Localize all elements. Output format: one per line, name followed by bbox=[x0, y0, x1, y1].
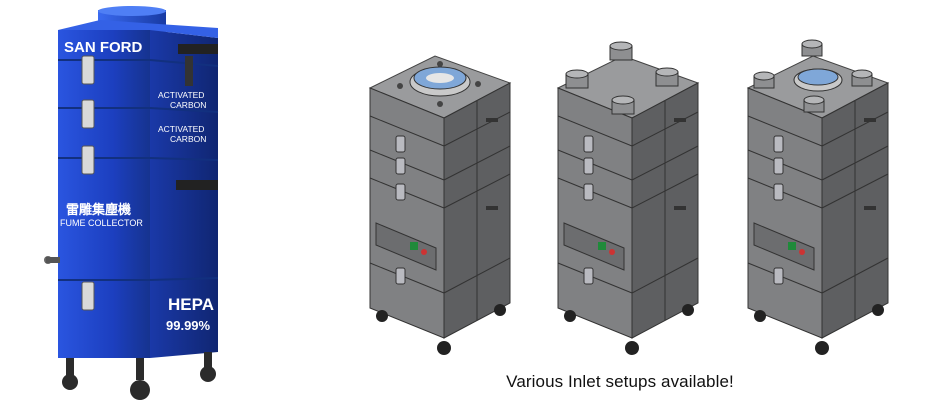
blue-fume-collector-photo: SAN FORD ACTIVATED CARBON ACTIVATED CARB… bbox=[44, 6, 219, 400]
inlet-caption: Various Inlet setups available! bbox=[506, 372, 734, 391]
stage-label-2-line2: CARBON bbox=[170, 134, 206, 144]
stage-label-1-line2: CARBON bbox=[170, 100, 206, 110]
hepa-rating: 99.99% bbox=[166, 318, 211, 333]
stage-label-2-line1: ACTIVATED bbox=[158, 124, 204, 134]
hepa-label: HEPA bbox=[168, 295, 214, 314]
product-name-en: FUME COLLECTOR bbox=[60, 218, 143, 228]
product-name-cn: 雷雕集塵機 bbox=[66, 202, 131, 217]
grey-unit-single-inlet bbox=[368, 55, 512, 355]
grey-unit-four-inlets bbox=[556, 41, 700, 355]
grey-unit-center-plus-four-inlets bbox=[746, 39, 890, 355]
brand-label: SAN FORD bbox=[64, 39, 143, 56]
stage-label-1-line1: ACTIVATED bbox=[158, 90, 204, 100]
